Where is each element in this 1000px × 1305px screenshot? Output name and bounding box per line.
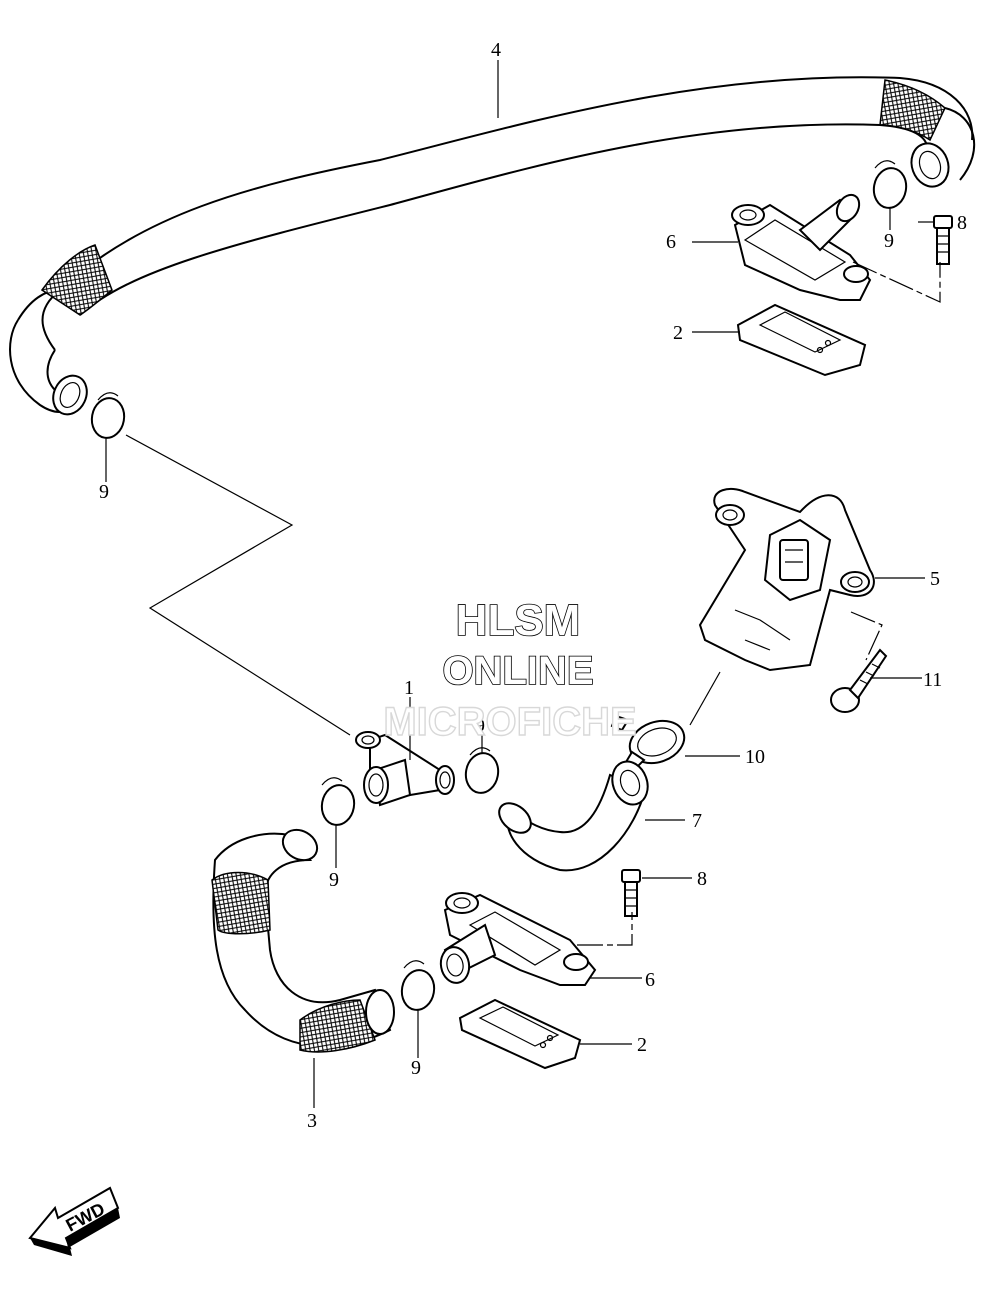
callout-10: 10 bbox=[745, 746, 765, 768]
gasket-part-2-bottom bbox=[458, 998, 582, 1070]
callout-11: 11 bbox=[923, 669, 942, 691]
callout-1: 1 bbox=[404, 677, 414, 699]
hose-part-3 bbox=[211, 828, 395, 1053]
callout-7: 7 bbox=[692, 810, 702, 832]
watermark-line-3: MICROFICHE bbox=[383, 700, 636, 744]
callout-8-bottom: 8 bbox=[697, 868, 707, 890]
fwd-arrow-icon: FWD bbox=[28, 1186, 120, 1256]
bolt-part-8-top bbox=[933, 215, 953, 265]
valve-part-5 bbox=[698, 487, 875, 672]
callout-labels: 4 6 2 9 8 9 5 11 1 9 10 7 9 8 6 2 9 3 bbox=[99, 39, 967, 1132]
clip-part-9-top-right bbox=[872, 160, 908, 209]
screw-part-11 bbox=[830, 648, 888, 713]
callout-9-left: 9 bbox=[99, 481, 109, 503]
hose-part-7 bbox=[498, 760, 649, 872]
callout-3: 3 bbox=[307, 1110, 317, 1132]
callout-9-mid-left: 9 bbox=[329, 869, 339, 891]
bolt-part-8-bottom bbox=[621, 869, 641, 917]
clip-part-9-mid-right bbox=[464, 747, 500, 794]
callout-8-top: 8 bbox=[957, 212, 967, 234]
watermark-line-2: ONLINE bbox=[442, 649, 593, 693]
clip-part-9-bottom bbox=[400, 960, 436, 1011]
callout-6-bottom: 6 bbox=[645, 969, 655, 991]
callout-9-bottom: 9 bbox=[411, 1057, 421, 1079]
clip-part-9-mid-left bbox=[320, 777, 356, 826]
bracket-part-6-bottom bbox=[439, 892, 597, 986]
callout-2-bottom: 2 bbox=[637, 1034, 647, 1056]
callout-9-top-right: 9 bbox=[884, 230, 894, 252]
callout-2-top: 2 bbox=[673, 322, 683, 344]
clip-part-9-left bbox=[90, 392, 126, 439]
watermark: HLSM ONLINE MICROFICHE bbox=[383, 595, 638, 745]
t-joint-part-1 bbox=[355, 731, 455, 807]
gasket-part-2-top bbox=[736, 303, 867, 377]
callout-6-top: 6 bbox=[666, 231, 676, 253]
hose-part-4 bbox=[9, 76, 976, 416]
callout-9-mid-right: 9 bbox=[475, 715, 485, 737]
watermark-line-1: HLSM bbox=[456, 596, 581, 645]
callout-4: 4 bbox=[491, 39, 501, 61]
callout-5: 5 bbox=[930, 568, 940, 590]
bracket-part-6-top bbox=[731, 193, 872, 301]
leader-lines bbox=[105, 60, 941, 1108]
